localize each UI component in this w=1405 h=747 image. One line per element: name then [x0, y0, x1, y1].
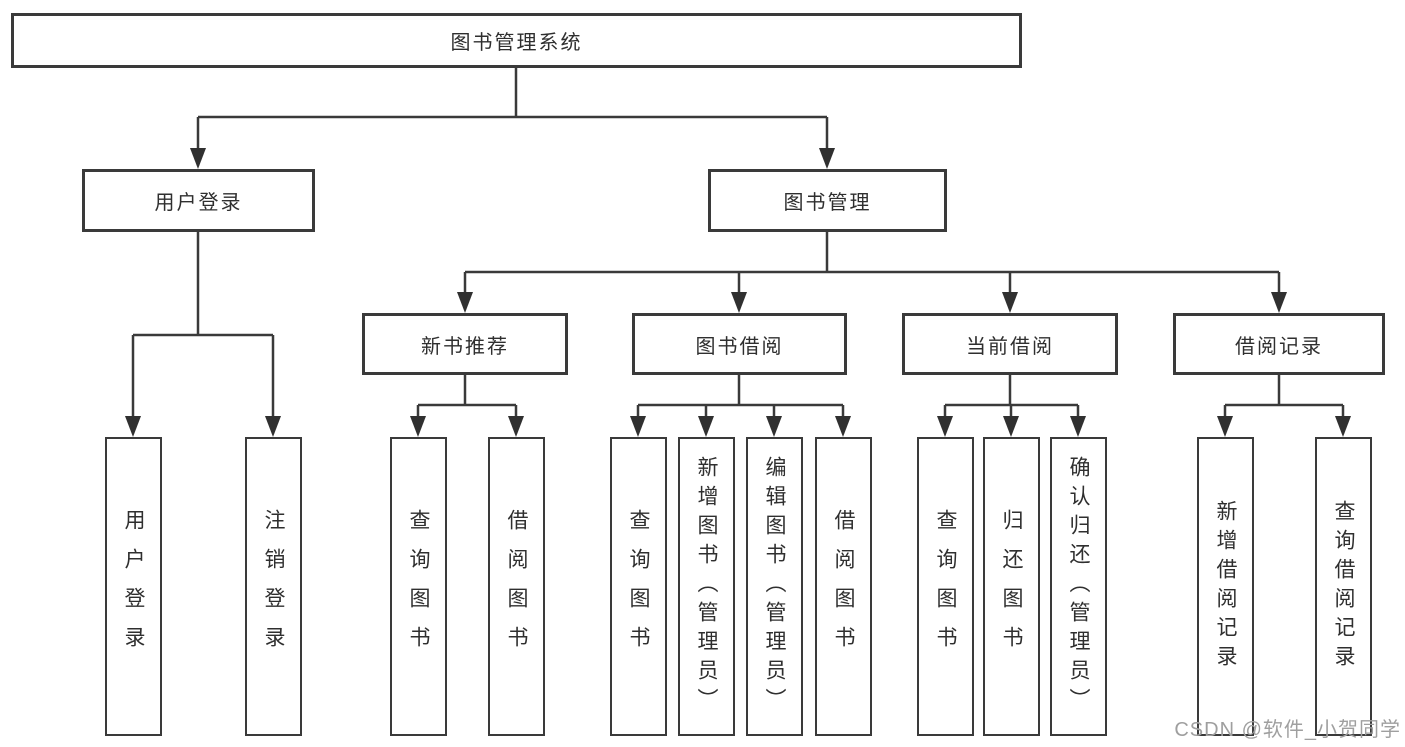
leaf-borrow-books: 借阅图书: [815, 437, 872, 736]
leaf-query-books-recommend: 查询图书: [390, 437, 447, 736]
node-label: 新书推荐: [421, 335, 509, 358]
leaf-label: 查询图书: [407, 508, 430, 665]
leaf-label: 新增图书（管理员）: [695, 456, 718, 717]
leaf-label: 归还图书: [1000, 508, 1023, 665]
leaf-return-books: 归还图书: [983, 437, 1040, 736]
node-borrow-records: 借阅记录: [1173, 313, 1385, 375]
leaf-confirm-return-admin: 确认归还（管理员）: [1050, 437, 1107, 736]
leaf-label: 编辑图书（管理员）: [763, 456, 786, 717]
node-new-book-recommend: 新书推荐: [362, 313, 568, 375]
watermark: CSDN @软件_小贺同学: [1174, 719, 1401, 741]
leaf-label: 注销登录: [262, 508, 285, 665]
node-label: 用户登录: [154, 192, 243, 214]
node-label: 当前借阅: [966, 335, 1054, 358]
node-book-borrow: 图书借阅: [632, 313, 847, 375]
leaf-edit-books-admin: 编辑图书（管理员）: [746, 437, 803, 736]
node-user-login: 用户登录: [82, 169, 315, 232]
leaf-add-books-admin: 新增图书（管理员）: [678, 437, 735, 736]
leaf-add-borrow-record: 新增借阅记录: [1197, 437, 1254, 736]
leaf-label: 确认归还（管理员）: [1067, 456, 1090, 717]
node-label: 图书管理系统: [450, 32, 583, 54]
leaf-logout: 注销登录: [245, 437, 302, 736]
leaf-borrow-books-recommend: 借阅图书: [488, 437, 545, 736]
leaf-label: 借阅图书: [832, 508, 855, 665]
leaf-query-books-borrow: 查询图书: [610, 437, 667, 736]
leaf-label: 借阅图书: [505, 508, 528, 665]
node-label: 借阅记录: [1235, 335, 1323, 358]
node-label: 图书借阅: [695, 335, 784, 358]
node-label: 图书管理: [783, 192, 872, 214]
leaf-query-borrow-record: 查询借阅记录: [1315, 437, 1372, 736]
leaf-label: 查询借阅记录: [1332, 499, 1355, 674]
leaf-label: 查询图书: [934, 508, 957, 665]
leaf-label: 新增借阅记录: [1214, 499, 1237, 674]
node-library-system: 图书管理系统: [11, 13, 1022, 68]
node-current-borrow: 当前借阅: [902, 313, 1118, 375]
leaf-label: 查询图书: [627, 508, 650, 665]
leaf-query-books-current: 查询图书: [917, 437, 974, 736]
node-book-management: 图书管理: [708, 169, 947, 232]
leaf-user-login: 用户登录: [105, 437, 162, 736]
leaf-label: 用户登录: [122, 508, 145, 665]
